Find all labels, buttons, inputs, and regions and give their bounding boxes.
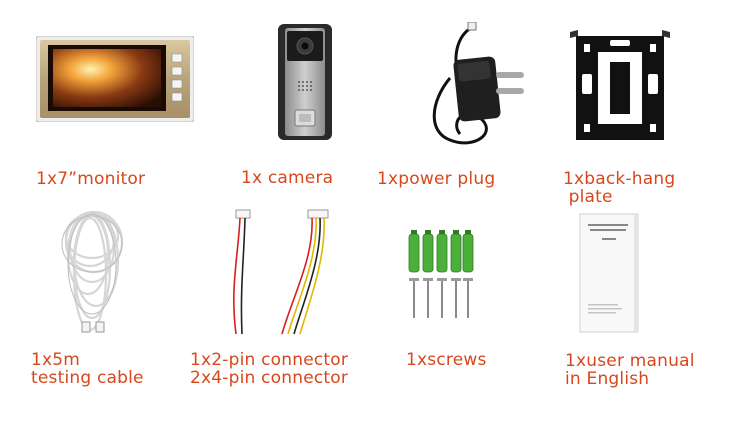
camera-label: 1x camera	[241, 168, 334, 188]
back-hang-plate-icon	[570, 30, 670, 140]
monitor-icon	[36, 36, 194, 122]
connector-item	[222, 208, 346, 338]
connector-wires-icon	[233, 209, 329, 335]
camera-item	[278, 24, 332, 140]
monitor-label: 1x7”monitor	[36, 169, 146, 189]
power-plug-icon	[432, 22, 524, 145]
manual-item	[578, 212, 640, 334]
screws-anchors-icon	[408, 230, 474, 318]
user-manual-icon	[579, 213, 639, 333]
cable-coil-icon	[61, 210, 124, 333]
cable-item	[52, 204, 132, 340]
connector-label: 1x2-pin connector 2x4-pin connector	[190, 350, 349, 388]
screws-item	[405, 228, 477, 322]
monitor-item	[36, 36, 194, 122]
door-camera-icon	[278, 24, 332, 140]
manual-label: 1xuser manual in English	[565, 351, 695, 389]
plate-item	[570, 30, 670, 146]
power-label: 1xpower plug	[377, 169, 496, 189]
power-item	[420, 22, 530, 160]
screws-label: 1xscrews	[406, 350, 487, 370]
cable-label: 1x5m testing cable	[31, 350, 144, 388]
plate-label: 1xback-hang plate	[563, 169, 676, 207]
